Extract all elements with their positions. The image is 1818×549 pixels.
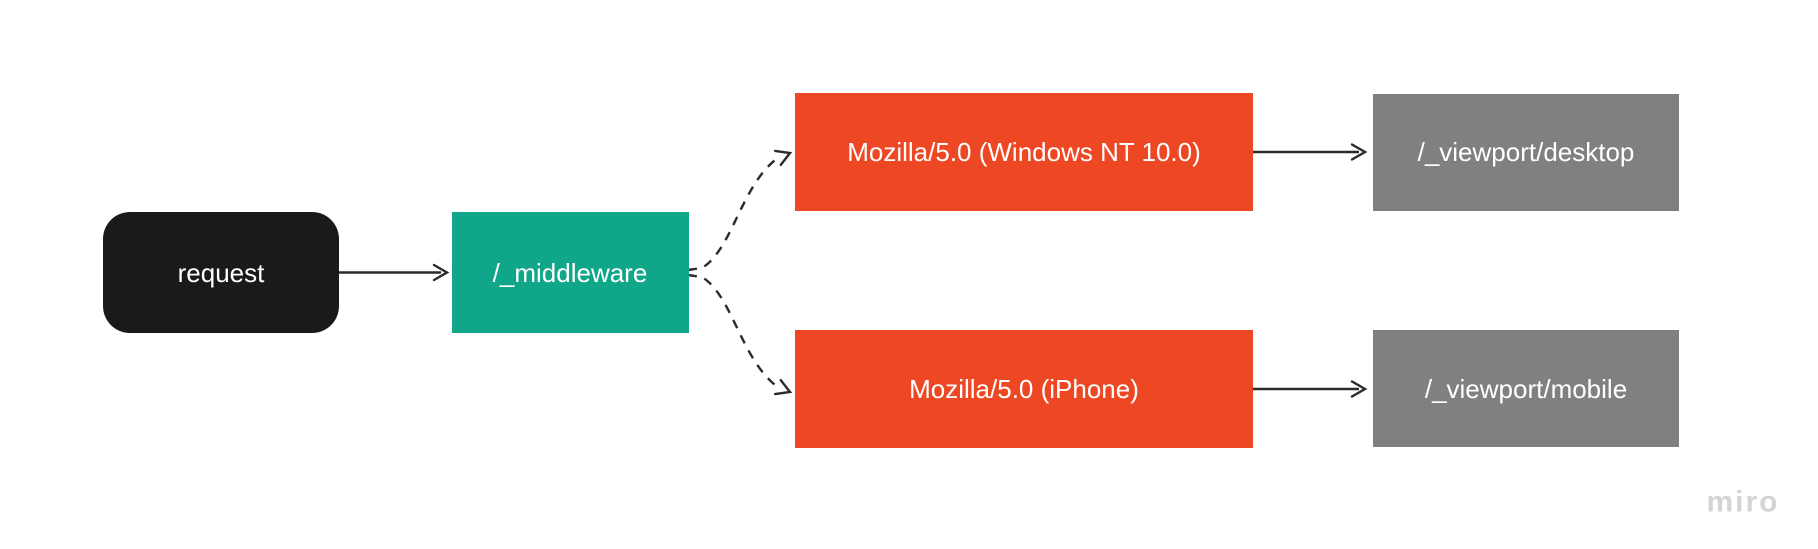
node-ua-mobile-label: Mozilla/5.0 (iPhone) bbox=[909, 374, 1139, 404]
node-ua-desktop-label: Mozilla/5.0 (Windows NT 10.0) bbox=[847, 137, 1201, 167]
arrowhead-icon bbox=[773, 378, 793, 396]
node-viewport-mobile[interactable]: /_viewport/mobile bbox=[1373, 330, 1679, 447]
edge-middleware-ua-mobile[interactable] bbox=[687, 273, 793, 399]
edge-ua-mobile-viewport-mobile[interactable] bbox=[1253, 380, 1368, 398]
node-middleware[interactable]: /_middleware bbox=[452, 212, 689, 333]
node-ua-mobile[interactable]: Mozilla/5.0 (iPhone) bbox=[795, 330, 1253, 448]
edge-request-middleware[interactable] bbox=[339, 263, 450, 282]
node-viewport-mobile-shape[interactable] bbox=[1373, 330, 1679, 447]
node-request[interactable]: request bbox=[103, 212, 339, 333]
node-viewport-desktop-label: /_viewport/desktop bbox=[1418, 137, 1635, 167]
arrowhead-icon bbox=[773, 149, 793, 167]
node-viewport-desktop-shape[interactable] bbox=[1373, 94, 1679, 211]
edge-ua-desktop-viewport-desktop[interactable] bbox=[1253, 143, 1368, 161]
node-ua-mobile-shape[interactable] bbox=[795, 330, 1253, 448]
arrowhead-icon bbox=[1350, 143, 1368, 161]
edge-curve bbox=[687, 156, 780, 272]
edge-middleware-ua-desktop[interactable] bbox=[687, 146, 793, 272]
arrowhead-icon bbox=[1350, 380, 1368, 398]
node-request-label: request bbox=[178, 258, 265, 288]
node-ua-desktop[interactable]: Mozilla/5.0 (Windows NT 10.0) bbox=[795, 93, 1253, 211]
miro-watermark: miro bbox=[1706, 486, 1779, 519]
arrowhead-icon bbox=[432, 263, 450, 282]
node-ua-desktop-shape[interactable] bbox=[795, 93, 1253, 211]
edge-curve bbox=[687, 273, 780, 389]
node-middleware-shape[interactable] bbox=[452, 212, 689, 333]
node-request-shape[interactable] bbox=[103, 212, 339, 333]
node-viewport-desktop[interactable]: /_viewport/desktop bbox=[1373, 94, 1679, 211]
node-viewport-mobile-label: /_viewport/mobile bbox=[1425, 374, 1627, 404]
node-middleware-label: /_middleware bbox=[493, 258, 648, 288]
